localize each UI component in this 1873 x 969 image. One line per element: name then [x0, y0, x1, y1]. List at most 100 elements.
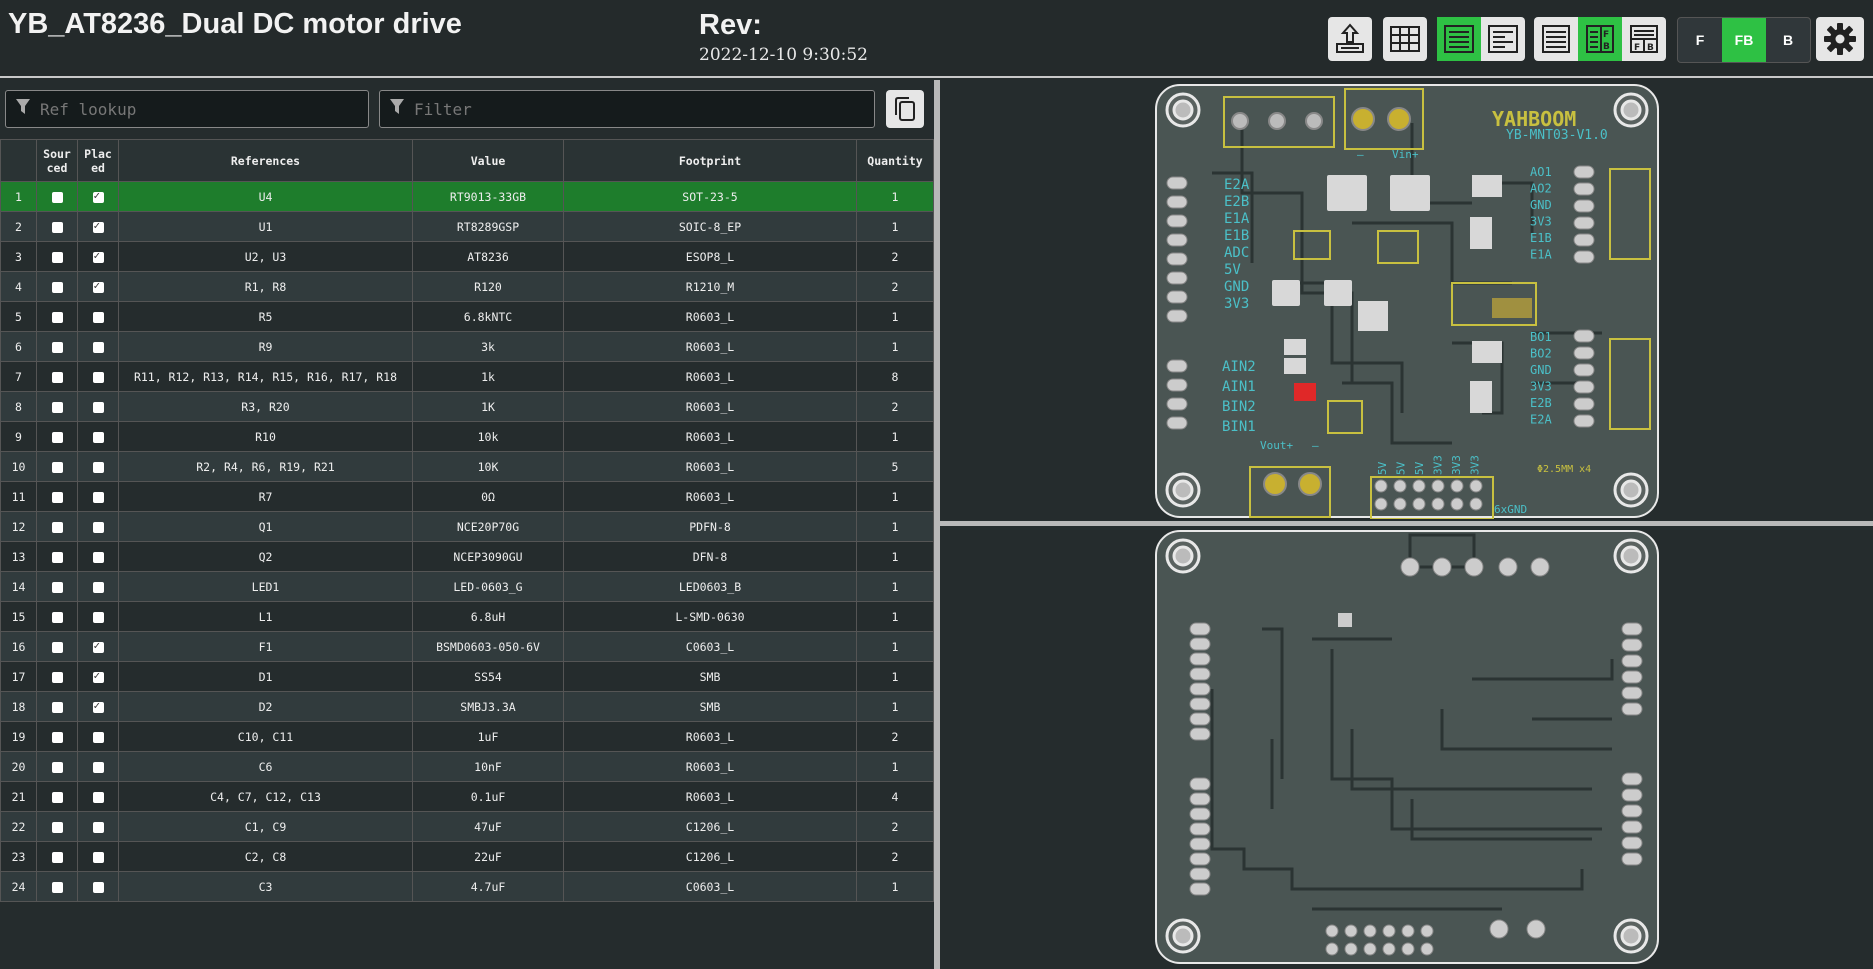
table-row[interactable]: 2U1RT8289GSPSOIC-8_EP1 — [0, 211, 934, 242]
front-back-view-button[interactable]: FB — [1722, 18, 1766, 62]
placed-checkbox[interactable] — [92, 551, 104, 563]
pcb-back-canvas[interactable] — [1152, 529, 1660, 967]
pcb-front-canvas[interactable]: YAHBOOM YB-MNT03-V1.0 Vin+ — Vout+ — 6xG… — [1152, 83, 1660, 519]
col-header-quantity[interactable]: Quantity — [856, 139, 934, 182]
placed-checkbox[interactable] — [92, 371, 104, 383]
bom-only-button[interactable] — [1534, 17, 1578, 61]
placed-checkbox[interactable] — [92, 731, 104, 743]
placed-checkbox[interactable] — [92, 611, 104, 623]
sourced-checkbox[interactable] — [51, 491, 63, 503]
col-header-value[interactable]: Value — [412, 139, 564, 182]
placed-checkbox[interactable] — [92, 189, 104, 203]
table-row[interactable]: 17D1SS54SMB1 — [0, 661, 934, 692]
placed-checkbox[interactable] — [92, 581, 104, 593]
placed-checkbox[interactable] — [92, 219, 104, 233]
ref-lookup-field[interactable] — [5, 90, 369, 128]
sourced-checkbox[interactable] — [51, 311, 63, 323]
sourced-checkbox[interactable] — [51, 551, 63, 563]
sourced-checkbox[interactable] — [51, 371, 63, 383]
settings-button[interactable] — [1816, 17, 1864, 61]
placed-checkbox[interactable] — [92, 639, 104, 653]
copy-button[interactable] — [886, 90, 924, 128]
vertical-splitter[interactable] — [934, 80, 940, 969]
sourced-cell — [36, 571, 78, 602]
sourced-checkbox[interactable] — [51, 671, 63, 683]
sourced-checkbox[interactable] — [51, 701, 63, 713]
col-header-references[interactable]: References — [118, 139, 413, 182]
sourced-checkbox[interactable] — [51, 521, 63, 533]
sourced-checkbox[interactable] — [51, 581, 63, 593]
sourced-checkbox[interactable] — [51, 791, 63, 803]
sourced-checkbox[interactable] — [51, 731, 63, 743]
placed-checkbox[interactable] — [92, 761, 104, 773]
placed-checkbox[interactable] — [92, 431, 104, 443]
back-view-button[interactable]: B — [1782, 32, 1794, 48]
placed-checkbox[interactable] — [92, 491, 104, 503]
placed-checkbox[interactable] — [92, 791, 104, 803]
sourced-checkbox[interactable] — [51, 221, 63, 233]
placed-checkbox[interactable] — [92, 461, 104, 473]
ref-lookup-input[interactable] — [38, 98, 342, 120]
sourced-checkbox[interactable] — [51, 821, 63, 833]
sourced-checkbox[interactable] — [51, 341, 63, 353]
col-header-footprint[interactable]: Footprint — [563, 139, 857, 182]
sourced-checkbox[interactable] — [51, 881, 63, 893]
placed-checkbox[interactable] — [92, 821, 104, 833]
sourced-checkbox[interactable] — [51, 611, 63, 623]
placed-checkbox[interactable] — [92, 341, 104, 353]
sourced-checkbox[interactable] — [51, 431, 63, 443]
col-header-num[interactable] — [0, 139, 37, 182]
bom-left-right-button[interactable] — [1437, 17, 1481, 61]
filter-input[interactable] — [412, 98, 716, 120]
front-view-button[interactable]: F — [1695, 32, 1705, 48]
placed-checkbox[interactable] — [92, 521, 104, 533]
upload-button[interactable] — [1328, 17, 1372, 61]
placed-checkbox[interactable] — [92, 699, 104, 713]
sourced-checkbox[interactable] — [51, 251, 63, 263]
sourced-checkbox[interactable] — [51, 641, 63, 653]
sourced-checkbox[interactable] — [51, 191, 63, 203]
placed-checkbox[interactable] — [92, 851, 104, 863]
sourced-checkbox[interactable] — [51, 851, 63, 863]
grid-button[interactable] — [1383, 17, 1427, 61]
bom-top-bottom-button[interactable] — [1481, 17, 1525, 61]
placed-checkbox[interactable] — [92, 669, 104, 683]
sourced-checkbox[interactable] — [51, 401, 63, 413]
sourced-checkbox[interactable] — [51, 761, 63, 773]
placed-checkbox[interactable] — [92, 401, 104, 413]
placed-checkbox[interactable] — [92, 881, 104, 893]
sourced-checkbox[interactable] — [51, 461, 63, 473]
placed-checkbox[interactable] — [92, 311, 104, 323]
horizontal-splitter[interactable] — [940, 521, 1873, 526]
sourced-checkbox[interactable] — [51, 281, 63, 293]
placed-checkbox[interactable] — [92, 279, 104, 293]
filter-field[interactable] — [379, 90, 875, 128]
placed-checkbox[interactable] — [92, 249, 104, 263]
